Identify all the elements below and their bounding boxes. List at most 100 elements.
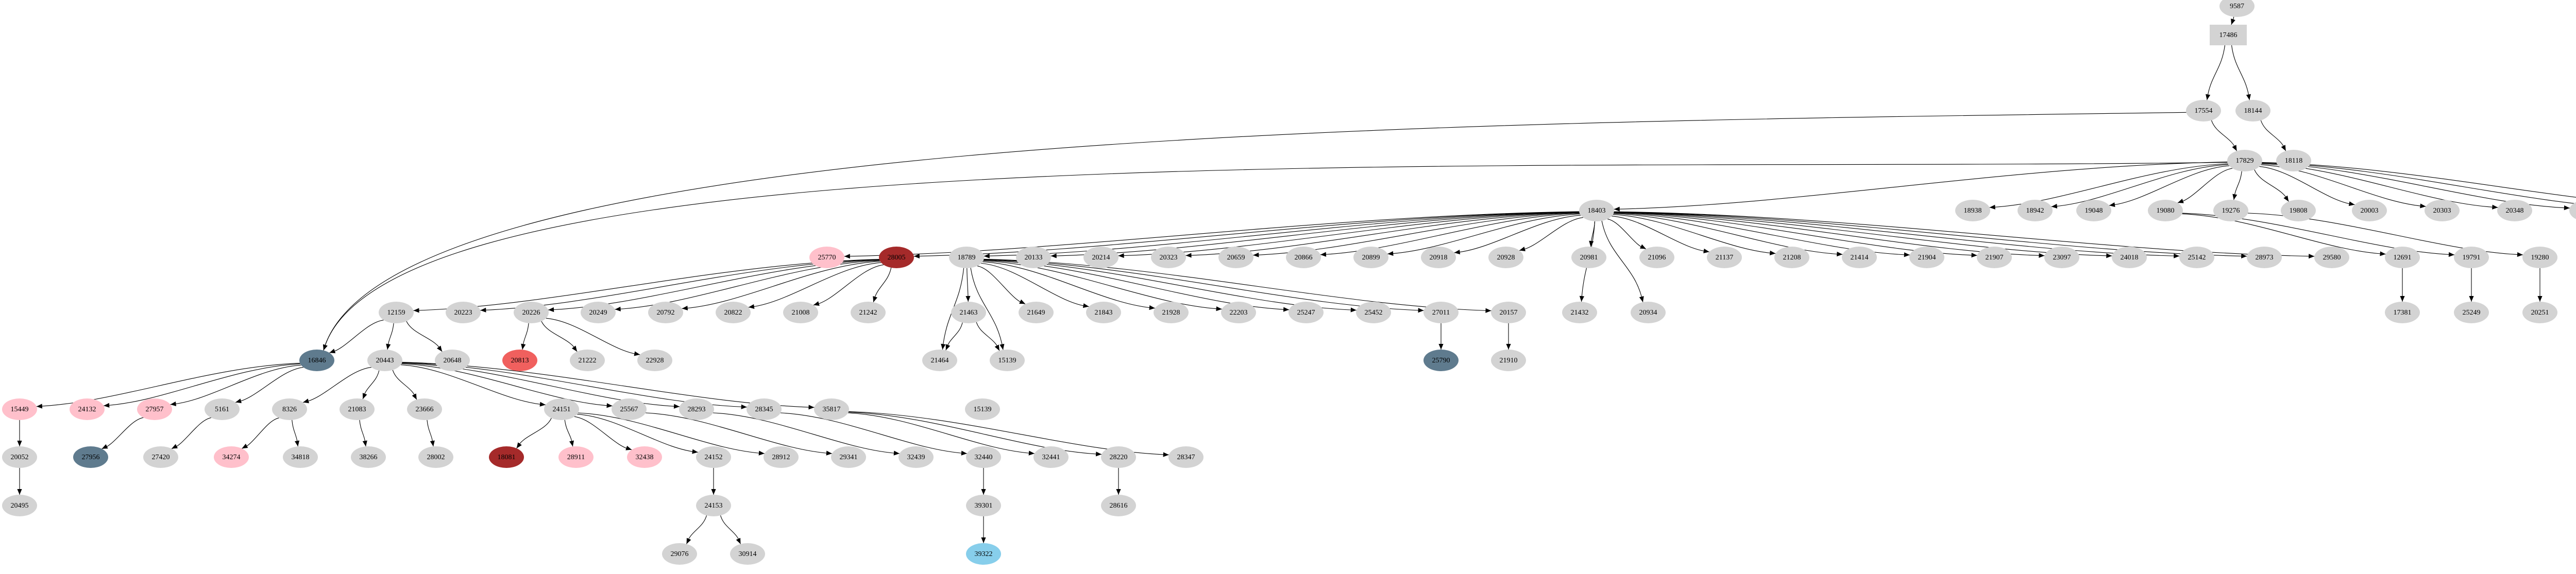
graph-node-18403[interactable]: 18403: [1579, 200, 1614, 221]
node-ellipse[interactable]: [570, 350, 605, 371]
graph-node-19048[interactable]: 19048: [2076, 200, 2111, 221]
node-ellipse[interactable]: [1909, 247, 1944, 268]
graph-node-34274[interactable]: 34274: [214, 446, 249, 468]
node-ellipse[interactable]: [340, 398, 375, 420]
graph-node-20249[interactable]: 20249: [581, 302, 616, 323]
node-ellipse[interactable]: [558, 446, 594, 468]
graph-node-20214[interactable]: 20214: [1083, 247, 1118, 268]
graph-node-18144[interactable]: 18144: [2235, 100, 2270, 121]
graph-node-38266[interactable]: 38266: [351, 446, 386, 468]
graph-node-17486[interactable]: 17486: [2210, 25, 2247, 45]
node-ellipse[interactable]: [648, 302, 683, 323]
node-ellipse[interactable]: [730, 543, 765, 565]
node-ellipse[interactable]: [2314, 247, 2349, 268]
node-ellipse[interactable]: [379, 302, 414, 323]
graph-node-15139[interactable]: 15139: [965, 398, 1000, 420]
graph-node-20822[interactable]: 20822: [716, 302, 751, 323]
graph-node-29580[interactable]: 29580: [2314, 247, 2349, 268]
node-ellipse[interactable]: [2569, 200, 2576, 221]
node-ellipse[interactable]: [1421, 247, 1456, 268]
graph-node-19080[interactable]: 19080: [2148, 200, 2183, 221]
node-ellipse[interactable]: [1353, 247, 1388, 268]
graph-node-21432[interactable]: 21432: [1562, 302, 1597, 323]
node-ellipse[interactable]: [1101, 446, 1136, 468]
graph-node-21414[interactable]: 21414: [1842, 247, 1877, 268]
graph-node-28293[interactable]: 28293: [679, 398, 714, 420]
node-ellipse[interactable]: [435, 350, 470, 371]
node-ellipse[interactable]: [2, 398, 37, 420]
graph-node-21904[interactable]: 21904: [1909, 247, 1944, 268]
graph-node-20918[interactable]: 20918: [1421, 247, 1456, 268]
graph-node-21907[interactable]: 21907: [1977, 247, 2012, 268]
node-ellipse[interactable]: [143, 446, 178, 468]
graph-node-25770[interactable]: 25770: [809, 247, 844, 268]
graph-node-18938[interactable]: 18938: [1955, 200, 1990, 221]
node-ellipse[interactable]: [764, 446, 799, 468]
node-ellipse[interactable]: [489, 446, 524, 468]
node-ellipse[interactable]: [1086, 302, 1121, 323]
node-ellipse[interactable]: [851, 302, 886, 323]
node-ellipse[interactable]: [1842, 247, 1877, 268]
graph-node-18942[interactable]: 18942: [2018, 200, 2053, 221]
node-ellipse[interactable]: [2522, 247, 2557, 268]
graph-node-20659[interactable]: 20659: [1218, 247, 1253, 268]
node-ellipse[interactable]: [367, 350, 402, 371]
node-ellipse[interactable]: [514, 302, 549, 323]
node-ellipse[interactable]: [2, 446, 37, 468]
node-ellipse[interactable]: [2213, 200, 2248, 221]
node-ellipse[interactable]: [949, 247, 984, 268]
graph-node-20323[interactable]: 20323: [1151, 247, 1186, 268]
graph-node-28973[interactable]: 28973: [2247, 247, 2282, 268]
node-ellipse[interactable]: [2186, 100, 2221, 121]
node-ellipse[interactable]: [2281, 200, 2316, 221]
graph-node-20899[interactable]: 20899: [1353, 247, 1388, 268]
node-ellipse[interactable]: [814, 398, 849, 420]
node-ellipse[interactable]: [965, 398, 1000, 420]
graph-node-23666[interactable]: 23666: [407, 398, 442, 420]
graph-node-5161[interactable]: 5161: [205, 398, 240, 420]
graph-node-12691[interactable]: 12691: [2385, 247, 2420, 268]
graph-node-24018[interactable]: 24018: [2112, 247, 2147, 268]
graph-node-20981[interactable]: 20981: [1571, 247, 1606, 268]
graph-node-20223[interactable]: 20223: [446, 302, 481, 323]
node-ellipse[interactable]: [1491, 350, 1526, 371]
graph-node-28912[interactable]: 28912: [764, 446, 799, 468]
graph-node-21928[interactable]: 21928: [1154, 302, 1189, 323]
node-ellipse[interactable]: [1154, 302, 1189, 323]
graph-node-15449[interactable]: 15449: [2, 398, 37, 420]
node-ellipse[interactable]: [2235, 100, 2270, 121]
graph-node-12159[interactable]: 12159: [379, 302, 414, 323]
node-ellipse[interactable]: [1423, 302, 1459, 323]
node-ellipse[interactable]: [2227, 150, 2262, 171]
node-ellipse[interactable]: [662, 543, 697, 565]
node-ellipse[interactable]: [2425, 200, 2460, 221]
graph-node-27956[interactable]: 27956: [73, 446, 108, 468]
node-ellipse[interactable]: [2219, 0, 2255, 17]
node-ellipse[interactable]: [1491, 302, 1526, 323]
node-ellipse[interactable]: [2076, 200, 2111, 221]
node-ellipse[interactable]: [783, 302, 818, 323]
graph-node-23097[interactable]: 23097: [2044, 247, 2079, 268]
node-ellipse[interactable]: [73, 446, 108, 468]
node-ellipse[interactable]: [831, 446, 866, 468]
node-ellipse[interactable]: [1562, 302, 1597, 323]
node-ellipse[interactable]: [1707, 247, 1742, 268]
node-ellipse[interactable]: [899, 446, 934, 468]
graph-node-21208[interactable]: 21208: [1774, 247, 1809, 268]
node-ellipse[interactable]: [205, 398, 240, 420]
graph-node-29341[interactable]: 29341: [831, 446, 866, 468]
node-ellipse[interactable]: [2497, 200, 2532, 221]
graph-node-25142[interactable]: 25142: [2179, 247, 2214, 268]
graph-node-20648[interactable]: 20648: [435, 350, 470, 371]
node-ellipse[interactable]: [1016, 247, 1051, 268]
node-ellipse[interactable]: [2247, 247, 2282, 268]
graph-node-29076[interactable]: 29076: [662, 543, 697, 565]
node-ellipse[interactable]: [2385, 247, 2420, 268]
graph-node-18081[interactable]: 18081: [489, 446, 524, 468]
graph-node-32439[interactable]: 32439: [899, 446, 934, 468]
graph-node-17829[interactable]: 17829: [2227, 150, 2262, 171]
graph-node-24153[interactable]: 24153: [696, 495, 731, 516]
graph-node-25567[interactable]: 25567: [612, 398, 647, 420]
graph-node-25452[interactable]: 25452: [1356, 302, 1391, 323]
graph-node-27957[interactable]: 27957: [137, 398, 172, 420]
